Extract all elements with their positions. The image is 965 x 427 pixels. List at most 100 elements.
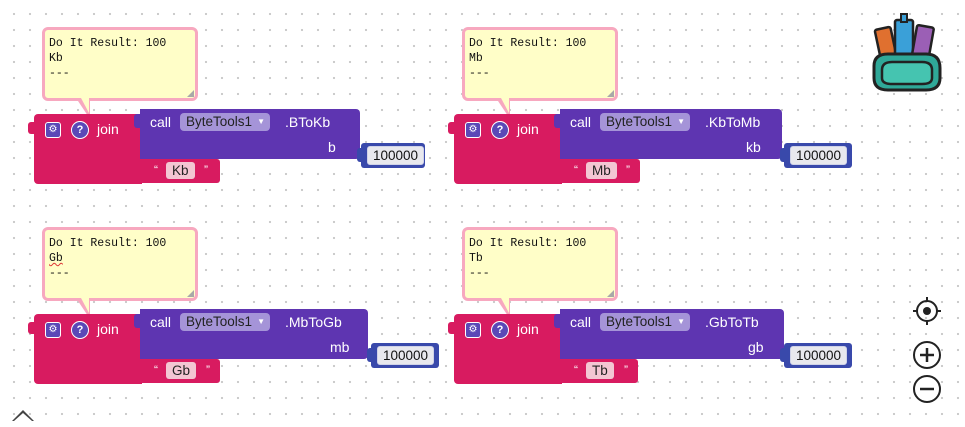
do-it-result-bubble[interactable]: Do It Result: 100 Gb --- [42, 227, 198, 301]
block-group-mbtogb: Do It Result: 100 Gb --- ⚙ ? join call B… [28, 227, 454, 427]
text-block[interactable]: “ Mb ” [556, 159, 640, 183]
dropdown-arrow-icon: ▼ [677, 117, 686, 126]
component-name: ByteTools1 [606, 314, 673, 329]
number-block[interactable]: 100000 [780, 343, 852, 368]
resize-handle-icon[interactable] [607, 90, 614, 97]
do-it-result-bubble[interactable]: Do It Result: 100 Kb --- [42, 27, 198, 101]
number-field[interactable]: 100000 [790, 346, 848, 365]
call-label: call [150, 314, 172, 330]
help-icon[interactable]: ? [71, 121, 89, 139]
quote-open: “ [154, 163, 158, 177]
join-block[interactable]: ⚙ ? join [448, 114, 562, 184]
resize-handle-icon[interactable] [607, 290, 614, 297]
block-connector [556, 163, 562, 177]
method-name: .GbToTb [705, 314, 759, 330]
component-dropdown[interactable]: ByteTools1 ▼ [600, 113, 691, 131]
join-label: join [97, 121, 119, 137]
result-line: Do It Result: 100 [49, 237, 167, 250]
call-block[interactable]: call ByteTools1 ▼ .KbToMb kb [554, 109, 782, 159]
result-line: --- [469, 67, 490, 80]
text-block[interactable]: “ Gb ” [136, 359, 220, 383]
backpack-icon[interactable] [868, 10, 944, 96]
quote-open: “ [154, 363, 158, 377]
text-field[interactable]: Gb [166, 362, 197, 379]
quote-close: ” [624, 363, 628, 377]
gear-icon[interactable]: ⚙ [45, 322, 61, 338]
call-label: call [150, 114, 172, 130]
method-name: .BToKb [285, 114, 331, 130]
bubble-tail-inner [81, 98, 89, 113]
param-label: gb [748, 339, 764, 355]
minus-icon[interactable] [912, 374, 942, 404]
component-dropdown[interactable]: ByteTools1 ▼ [180, 113, 271, 131]
bubble-tail-inner [501, 98, 509, 113]
do-it-result-bubble[interactable]: Do It Result: 100 Tb --- [462, 227, 618, 301]
component-dropdown[interactable]: ByteTools1 ▼ [180, 313, 271, 331]
join-label: join [97, 321, 119, 337]
dropdown-arrow-icon: ▼ [257, 117, 266, 126]
call-block[interactable]: call ByteTools1 ▼ .GbToTb gb [554, 309, 784, 359]
block-connector [357, 148, 363, 162]
call-block[interactable]: call ByteTools1 ▼ .MbToGb mb [134, 309, 368, 359]
gear-icon[interactable]: ⚙ [45, 122, 61, 138]
help-icon[interactable]: ? [491, 321, 509, 339]
param-label: b [328, 139, 336, 155]
gear-icon[interactable]: ⚙ [465, 322, 481, 338]
block-group-gbtotb: Do It Result: 100 Tb --- ⚙ ? join call B… [448, 227, 874, 427]
component-name: ByteTools1 [186, 114, 253, 129]
result-line: Do It Result: 100 [469, 37, 587, 50]
block-connector [28, 122, 36, 134]
call-label: call [570, 314, 592, 330]
result-line: --- [469, 267, 490, 280]
block-connector [780, 148, 786, 162]
block-connector [136, 163, 142, 177]
number-block[interactable]: 100000 [357, 143, 425, 168]
block-connector [134, 114, 142, 128]
quote-open: “ [574, 363, 578, 377]
text-field[interactable]: Kb [166, 162, 195, 179]
number-block[interactable]: 100000 [780, 143, 852, 168]
method-name: .MbToGb [285, 314, 342, 330]
quote-close: ” [204, 163, 208, 177]
number-block[interactable]: 100000 [367, 343, 439, 368]
call-block[interactable]: call ByteTools1 ▼ .BToKb b [134, 109, 360, 159]
text-block[interactable]: “ Kb ” [136, 159, 220, 183]
component-name: ByteTools1 [606, 114, 673, 129]
block-connector [448, 122, 456, 134]
do-it-result-bubble[interactable]: Do It Result: 100 Mb --- [462, 27, 618, 101]
block-connector [134, 314, 142, 328]
bubble-tail-inner [81, 298, 89, 313]
number-field[interactable]: 100000 [377, 346, 435, 365]
method-name: .KbToMb [705, 114, 761, 130]
gear-icon[interactable]: ⚙ [465, 122, 481, 138]
result-line: Tb [469, 252, 483, 265]
join-block[interactable]: ⚙ ? join [28, 114, 142, 184]
join-label: join [517, 321, 539, 337]
number-field[interactable]: 100000 [367, 146, 425, 165]
help-icon[interactable]: ? [491, 121, 509, 139]
block-group-btokb: Do It Result: 100 Kb --- ⚙ ? join call B… [28, 27, 454, 227]
result-line: Do It Result: 100 [49, 37, 167, 50]
text-field[interactable]: Tb [586, 362, 614, 379]
dropdown-arrow-icon: ▼ [257, 317, 266, 326]
help-icon[interactable]: ? [71, 321, 89, 339]
block-connector [554, 114, 562, 128]
block-connector [448, 322, 456, 334]
join-block[interactable]: ⚙ ? join [448, 314, 562, 384]
param-label: mb [330, 339, 350, 355]
dropdown-arrow-icon: ▼ [677, 317, 686, 326]
plus-icon[interactable] [912, 340, 942, 370]
resize-handle-icon[interactable] [187, 90, 194, 97]
crosshair-icon[interactable] [912, 296, 942, 326]
param-label: kb [746, 139, 761, 155]
result-line: Do It Result: 100 [469, 237, 587, 250]
text-block[interactable]: “ Tb ” [556, 359, 638, 383]
resize-handle-icon[interactable] [187, 290, 194, 297]
call-label: call [570, 114, 592, 130]
text-field[interactable]: Mb [586, 162, 617, 179]
component-dropdown[interactable]: ByteTools1 ▼ [600, 313, 691, 331]
number-field[interactable]: 100000 [790, 146, 848, 165]
block-connector [367, 348, 373, 362]
join-block[interactable]: ⚙ ? join [28, 314, 142, 384]
result-line: Gb [49, 252, 63, 265]
